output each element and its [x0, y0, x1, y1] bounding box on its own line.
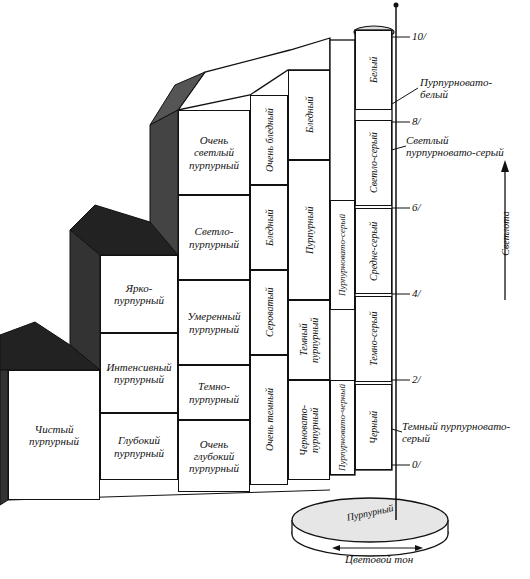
- chroma-band: Темно-серый: [355, 296, 392, 382]
- value-tick: [392, 380, 410, 381]
- block-label: Средне-серый: [368, 221, 379, 280]
- chroma-band: Сероватый: [250, 270, 288, 355]
- base-disk-top: [292, 498, 448, 542]
- value-number: 10/: [412, 30, 442, 42]
- color-block: Ярко-пурпурный: [100, 255, 178, 333]
- chroma-band: Светло-серый: [355, 120, 392, 206]
- chroma-band: Очень бледный: [250, 95, 288, 185]
- color-block: Очень светлый пурпурный: [178, 110, 250, 195]
- color-block: Светло-пурпурный: [178, 195, 250, 280]
- block-label: Пурпурновато-серый: [338, 214, 348, 296]
- step-top-face: [0, 322, 100, 370]
- step-side-face: [0, 370, 8, 505]
- block-label: Белый: [368, 57, 379, 83]
- chroma-band: Черновато-пурпурный: [288, 380, 330, 480]
- chroma-band: Бледный: [288, 70, 330, 160]
- arrow-head: [332, 545, 340, 551]
- chroma-band: Пурпурный: [288, 160, 330, 300]
- block-label: Ярко-пурпурный: [103, 282, 175, 306]
- color-block: Интенсивный пурпурный: [100, 333, 178, 413]
- block-label: Бледный: [304, 97, 315, 134]
- color-block: Глубокий пурпурный: [100, 413, 178, 480]
- block-label: Бледный: [264, 209, 275, 246]
- block-label: Темно-пурпурный: [181, 380, 247, 404]
- block-label: Очень бледный: [264, 108, 275, 172]
- value-tick: [392, 465, 410, 466]
- chroma-band: Средне-серый: [355, 208, 392, 294]
- block-label: Очень глубокий пурпурный: [181, 438, 247, 474]
- block-label: Умеренный пурпурный: [181, 310, 247, 334]
- block-label: Интенсивный пурпурный: [103, 361, 175, 385]
- value-number: 0/: [412, 458, 442, 470]
- chroma-band: Пурпурновато-серый: [330, 200, 355, 310]
- value-number: 6/: [412, 201, 442, 213]
- hue-arrow: [335, 548, 420, 549]
- chroma-band: Черный: [355, 384, 392, 470]
- block-label: Пурпурный: [304, 206, 315, 254]
- value-axis-pole: [395, 4, 397, 520]
- block-label: Очень темный: [264, 389, 275, 452]
- block-label: Черный: [368, 410, 379, 443]
- color-block: Темно-пурпурный: [178, 365, 250, 420]
- block-label: Глубокий пурпурный: [103, 434, 175, 458]
- block-label: Пурпурновато-черный: [338, 384, 348, 471]
- axis-label: Цветовой тон: [345, 553, 425, 565]
- value-tick: [392, 122, 410, 123]
- callout-label: Темный пурпурновато-серый: [402, 420, 522, 444]
- block-label: Сероватый: [264, 288, 275, 337]
- pole-tip: [394, 3, 399, 8]
- value-tick: [392, 37, 410, 38]
- arrow-head: [415, 545, 423, 551]
- block-label: Темно-серый: [368, 312, 379, 367]
- chroma-band: Очень темный: [250, 355, 288, 485]
- column-outline: [330, 40, 355, 475]
- axis-label: Светлота: [500, 199, 511, 269]
- block-label: Черновато-пурпурный: [298, 382, 320, 478]
- block-label: Темный пурпурный: [298, 302, 320, 378]
- color-block: Чистый пурпурный: [8, 370, 100, 500]
- color-block: Очень глубокий пурпурный: [178, 420, 250, 492]
- block-label: Светло-серый: [368, 133, 379, 194]
- gray-axis-outline: [355, 30, 392, 470]
- chroma-band: Темный пурпурный: [288, 300, 330, 380]
- callout-label: Пурпурновато-белый: [420, 76, 510, 100]
- chroma-band: Бледный: [250, 185, 288, 270]
- value-number: 2/: [412, 373, 442, 385]
- block-label: Чистый пурпурный: [11, 423, 97, 447]
- value-tick: [392, 294, 410, 295]
- callout-label: Светлый пурпурновато-серый: [406, 134, 516, 158]
- leader-line: [392, 88, 418, 104]
- value-tick: [392, 208, 410, 209]
- value-number: 4/: [412, 287, 442, 299]
- block-label: Светло-пурпурный: [181, 225, 247, 249]
- arrow-head: [501, 160, 509, 172]
- color-block: Умеренный пурпурный: [178, 280, 250, 365]
- value-number: 8/: [412, 115, 442, 127]
- block-label: Очень светлый пурпурный: [181, 134, 247, 170]
- chroma-band: Белый: [355, 30, 392, 110]
- chroma-band: Пурпурновато-черный: [330, 380, 355, 475]
